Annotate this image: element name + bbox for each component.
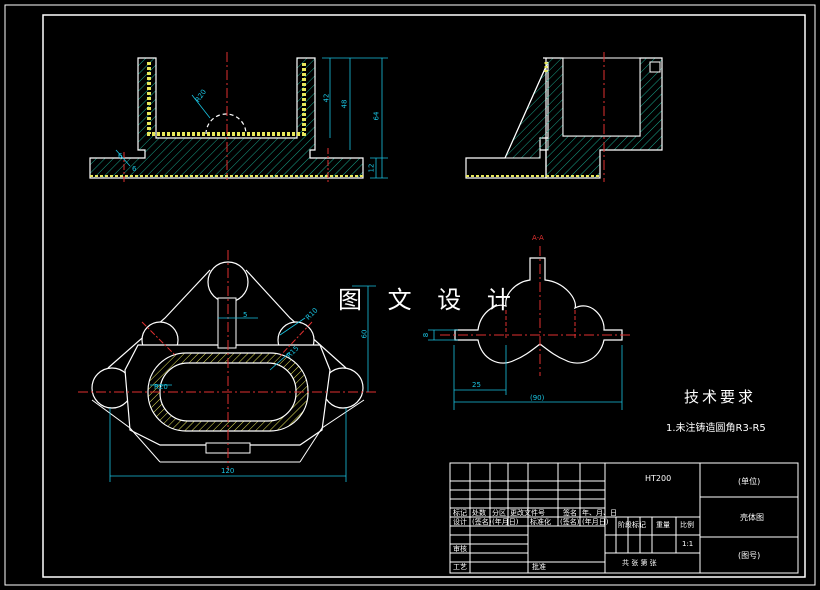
tech-requirement-item: 1.未注铸造圆角R3-R5 xyxy=(666,423,766,434)
dim-42: 42 xyxy=(322,93,331,103)
drawing-number: (图号) xyxy=(738,551,761,560)
tb-mark-4: 签名 xyxy=(563,509,577,517)
dim-60: 60 xyxy=(360,329,369,339)
dim-6b: 6 xyxy=(132,165,137,173)
tb-sheets: 共 张 第 张 xyxy=(622,559,657,567)
dim-120: 120 xyxy=(221,467,235,475)
tech-requirements-title: 技术要求 xyxy=(684,388,757,406)
tb-design-1: (签名) xyxy=(472,518,492,526)
dim-12: 12 xyxy=(367,163,376,173)
dim-64: 64 xyxy=(372,111,381,121)
inner-frame xyxy=(42,14,806,578)
outer-frame xyxy=(4,4,816,586)
front-section-view xyxy=(89,52,388,182)
tb-approve: 批准 xyxy=(532,563,546,571)
tb-mark-2: 分区 xyxy=(492,509,506,517)
tb-design-2: (年月日) xyxy=(492,518,519,526)
tb-design-0: 设计 xyxy=(453,518,467,526)
material-label: HT200 xyxy=(645,474,672,483)
tb-mark-1: 处数 xyxy=(472,509,486,517)
tb-scale-value: 1:1 xyxy=(682,540,694,548)
dim-6a: 6 xyxy=(118,152,123,160)
tb-stage-mark: 阶段标记 xyxy=(618,521,646,529)
tb-scale: 比例 xyxy=(680,521,694,529)
dim-r20-b: R20 xyxy=(154,383,168,391)
tb-mark-3: 更改文件号 xyxy=(510,509,545,517)
dim-8: 8 xyxy=(422,332,431,338)
section-label: A-A xyxy=(532,234,544,242)
dim-48: 48 xyxy=(340,99,349,109)
unit-label: (单位) xyxy=(738,477,761,486)
tb-process: 工艺 xyxy=(453,563,467,571)
watermark-text: 图 文 设 计 xyxy=(338,286,520,314)
drawing-name: 壳体图 xyxy=(740,513,764,522)
dim-25: 25 xyxy=(472,381,481,389)
top-view xyxy=(78,250,376,482)
tb-weight: 重量 xyxy=(656,521,670,529)
tb-mark-0: 标记 xyxy=(453,509,467,517)
dim-5: 5 xyxy=(243,311,248,319)
title-block xyxy=(449,462,799,574)
tb-design-3: 标准化 xyxy=(530,518,551,526)
tb-review: 审核 xyxy=(453,545,467,553)
section-a-a-view xyxy=(428,246,630,410)
tb-design-4: (签名) xyxy=(560,518,580,526)
dim-90: (90) xyxy=(530,394,545,402)
side-section-view xyxy=(465,52,663,182)
tb-design-5: (年月日) xyxy=(582,518,609,526)
tb-mark-5: 年、月、日 xyxy=(582,509,617,517)
